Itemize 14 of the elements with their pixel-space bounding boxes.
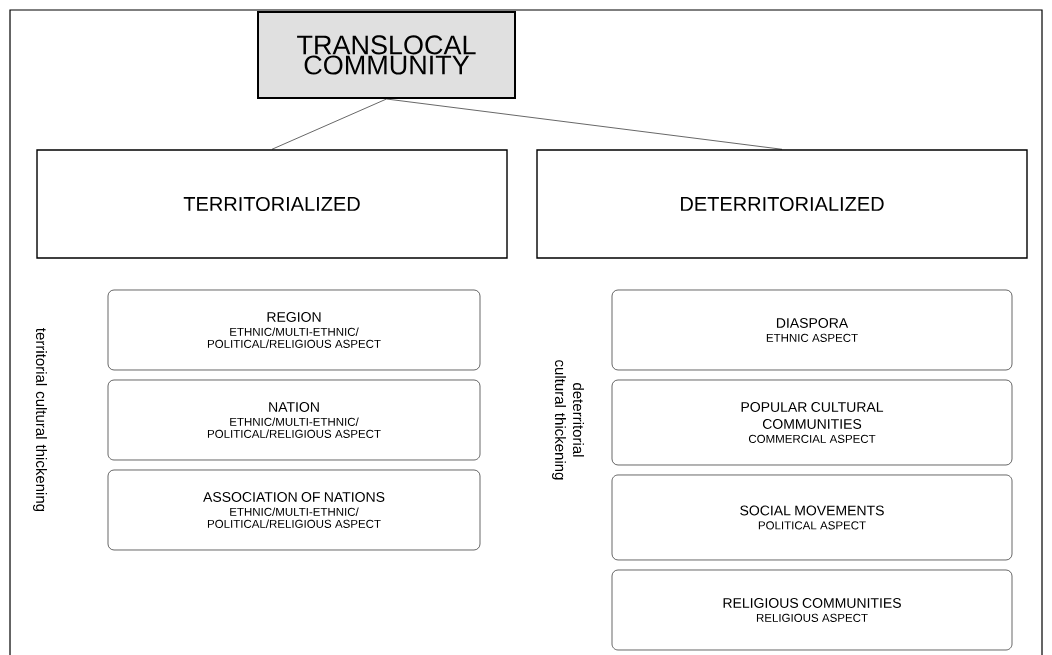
item-box: DIASPORA ETHNIC ASPECT [611, 289, 1013, 371]
side-label: deterritorial cultural thickening [552, 360, 584, 480]
side-label: territorial cultural thickening [33, 328, 47, 512]
item-box: POPULAR CULTURAL COMMUNITIES COMMERCIAL ASPECT [611, 379, 1013, 466]
item-box: RELIGIOUS COMMUNITIES RELIGIOUS ASPECT [611, 569, 1013, 651]
connector-line [271, 98, 387, 150]
category-box: DETERRITORIALIZED [536, 149, 1028, 259]
item-box: SOCIAL MOVEMENTS POLITICAL ASPECT [611, 474, 1013, 561]
item-box: REGION ETHNIC/MULTI-ETHNIC/ POLITICAL/RELIGIOUS ASPECT [107, 289, 481, 371]
title-box: TRANSLOCAL COMMUNITY [257, 11, 516, 99]
item-box: NATION ETHNIC/MULTI-ETHNIC/ POLITICAL/RELIGIOUS ASPECT [107, 379, 481, 461]
connector-line [386, 98, 783, 150]
category-box: TERRITORIALIZED [36, 149, 508, 259]
item-box: ASSOCIATION OF NATIONS ETHNIC/MULTI-ETHNIC/ POLITICAL/RELIGIOUS ASPECT [107, 469, 481, 551]
